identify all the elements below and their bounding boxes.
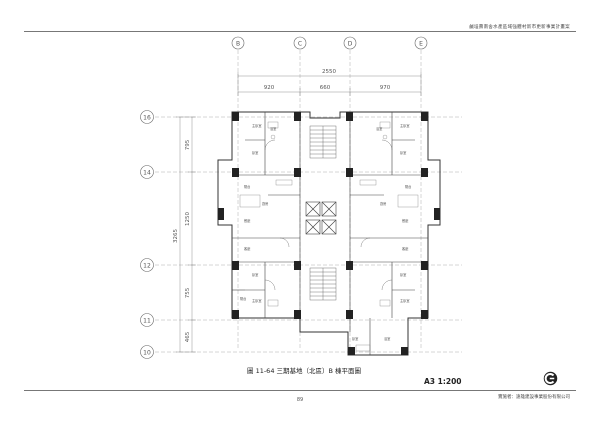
top-dimension-lines xyxy=(237,72,422,96)
footer-rule xyxy=(24,390,576,391)
door-swings xyxy=(264,139,393,291)
dim-bay-C-D: 660 xyxy=(320,85,331,91)
column-grid-lines xyxy=(237,50,422,350)
footer-company: 實施者：遠雄建設事業股份有限公司 xyxy=(498,395,570,400)
page-number: 89 xyxy=(296,397,304,403)
grid-bubble-14 xyxy=(140,165,154,179)
grid-label-C: C xyxy=(298,41,302,48)
room-label: 客廳 xyxy=(244,246,251,251)
grid-label-16: 16 xyxy=(143,115,151,122)
header-title: 鹹埕壽南舍水產區域強體村新市更新事業計畫案 xyxy=(469,25,570,30)
dim-bay-11-10: 465 xyxy=(185,331,191,342)
room-label: 臥室 xyxy=(252,150,258,155)
room-label: 主臥室 xyxy=(400,298,410,303)
grid-label-E: E xyxy=(419,41,423,48)
room-label: 餐廳 xyxy=(402,218,409,223)
dim-bay-16-14: 795 xyxy=(185,139,191,150)
grid-label-14: 14 xyxy=(143,170,151,177)
structural-columns xyxy=(218,112,440,355)
room-label: 陽台 xyxy=(240,296,246,301)
grid-label-12: 12 xyxy=(143,263,151,270)
building-outline xyxy=(217,111,441,356)
room-label: 主臥室 xyxy=(400,123,410,128)
dim-bay-14-12: 1250 xyxy=(185,212,191,226)
left-dimension-lines xyxy=(176,116,196,353)
dim-overall-depth: 3265 xyxy=(173,229,179,243)
grid-bubble-10 xyxy=(140,345,154,359)
room-label: 廚房 xyxy=(262,201,268,206)
grid-bubble-B xyxy=(231,36,245,50)
grid-label-B: B xyxy=(236,41,240,48)
room-label: 主臥室 xyxy=(252,298,262,303)
room-label: 廚房 xyxy=(380,201,386,206)
grid-bubble-11 xyxy=(140,313,154,327)
fixtures xyxy=(239,121,419,352)
room-label: 臥室 xyxy=(252,272,258,277)
dim-bay-12-11: 755 xyxy=(185,287,191,298)
grid-bubble-E xyxy=(414,36,428,50)
room-label: 浴室 xyxy=(384,336,390,341)
company-logo-icon xyxy=(543,371,558,386)
room-label: 臥室 xyxy=(400,272,406,277)
header-rule xyxy=(24,31,576,32)
interior-walls xyxy=(232,112,428,355)
room-label: 臥室 xyxy=(352,336,358,341)
room-label: 主臥室 xyxy=(252,123,262,128)
figure-caption: 圖 11-64 三期基地（北區）B 棟平面圖 xyxy=(247,367,362,375)
grid-bubble-12 xyxy=(140,258,154,272)
grid-bubble-D xyxy=(343,36,357,50)
dim-overall-width: 2550 xyxy=(322,69,336,75)
stairs xyxy=(309,125,337,301)
grid-label-11: 11 xyxy=(143,318,151,325)
room-labels: 主臥室 主臥室 臥室 臥室 浴室 浴室 陽台 陽台 廚房 廚房 餐廳 餐廳 客廳… xyxy=(240,123,411,341)
grid-label-D: D xyxy=(348,41,353,48)
dim-bay-B-C: 920 xyxy=(264,85,275,91)
room-label: 臥室 xyxy=(400,150,406,155)
room-label: 浴室 xyxy=(376,126,382,131)
room-label: 陽台 xyxy=(244,184,250,189)
row-grid-lines xyxy=(155,116,462,353)
drawing-scale: A3 1:200 xyxy=(424,377,462,386)
room-label: 陽台 xyxy=(405,184,411,189)
room-label: 浴室 xyxy=(270,126,276,131)
grid-bubble-16 xyxy=(140,110,154,124)
dim-bay-D-E: 970 xyxy=(380,85,391,91)
grid-label-10: 10 xyxy=(143,350,151,357)
core-elevators xyxy=(305,201,337,235)
room-label: 客廳 xyxy=(402,246,409,251)
room-label: 餐廳 xyxy=(244,218,251,223)
grid-bubble-C xyxy=(293,36,307,50)
